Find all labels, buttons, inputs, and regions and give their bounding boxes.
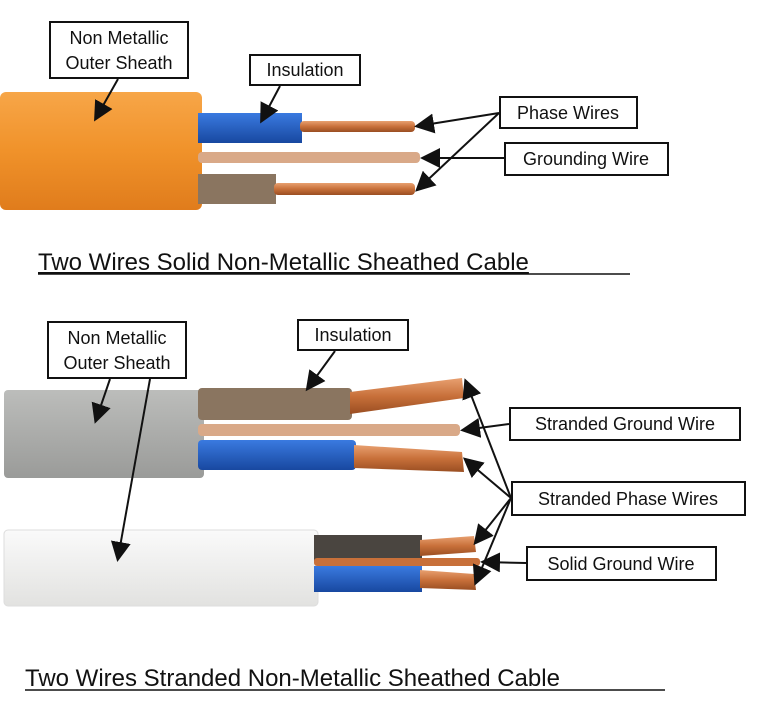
label-text: Grounding Wire (523, 149, 649, 169)
gray-outer-sheath (4, 390, 204, 478)
brown-insulation (198, 388, 352, 420)
phase-wires-label: Phase Wires (499, 96, 638, 129)
arrow (260, 85, 281, 124)
top-insulation-label: Insulation (249, 54, 361, 86)
blue-insulation (198, 440, 356, 470)
stranded-copper-3 (420, 536, 476, 556)
stranded-copper-1 (350, 378, 464, 414)
arrow (480, 552, 527, 573)
label-text: Insulation (314, 325, 391, 345)
stranded-ground-copper (198, 424, 460, 436)
label-text: Stranded Ground Wire (535, 414, 715, 434)
arrow (460, 417, 510, 438)
top-cable (0, 92, 420, 210)
brown-insulation (198, 174, 276, 204)
label-text: Insulation (266, 60, 343, 80)
top-diagram-title: Two Wires Solid Non-Metallic Sheathed Ca… (38, 249, 529, 276)
stranded-ground-wire-label: Stranded Ground Wire (509, 407, 741, 441)
label-text: Non Metallic (69, 28, 168, 48)
grounding-wire-label: Grounding Wire (504, 142, 669, 176)
solid-ground-wire-label: Solid Ground Wire (526, 546, 717, 581)
blue-insulation (314, 566, 422, 592)
label-text: Outer Sheath (63, 353, 170, 373)
bottom-diagram-title: Two Wires Stranded Non-Metallic Sheathed… (25, 665, 560, 692)
label-text: Non Metallic (67, 328, 166, 348)
arrow (110, 378, 151, 562)
arrow (473, 497, 512, 546)
arrow (91, 378, 111, 424)
top-sheath-label: Non Metallic Outer Sheath (49, 21, 189, 79)
stranded-copper-4 (420, 570, 476, 590)
grounding-wire-copper (198, 152, 420, 163)
arrow (414, 112, 500, 134)
bottom-sheath-label: Non Metallic Outer Sheath (47, 321, 187, 379)
stranded-copper-2 (354, 445, 464, 472)
white-outer-sheath (3, 529, 319, 607)
label-text: Phase Wires (517, 103, 619, 123)
phase-wire-copper-1 (300, 121, 415, 132)
phase-wire-copper-2 (274, 183, 415, 195)
arrow (462, 378, 512, 499)
dark-brown-insulation (314, 535, 422, 561)
arrow (94, 78, 119, 122)
label-text: Outer Sheath (65, 53, 172, 73)
white-cable (3, 529, 480, 607)
orange-outer-sheath (0, 92, 202, 210)
bottom-insulation-label: Insulation (297, 319, 409, 351)
label-text: Solid Ground Wire (547, 554, 694, 574)
arrow (462, 457, 512, 499)
gray-cable (4, 378, 464, 478)
arrow (415, 112, 500, 192)
arrow (305, 350, 336, 392)
solid-ground-copper (314, 558, 480, 566)
arrow (472, 497, 512, 586)
blue-insulation (198, 113, 302, 143)
stranded-phase-wires-label: Stranded Phase Wires (511, 481, 746, 516)
label-text: Stranded Phase Wires (538, 489, 718, 509)
